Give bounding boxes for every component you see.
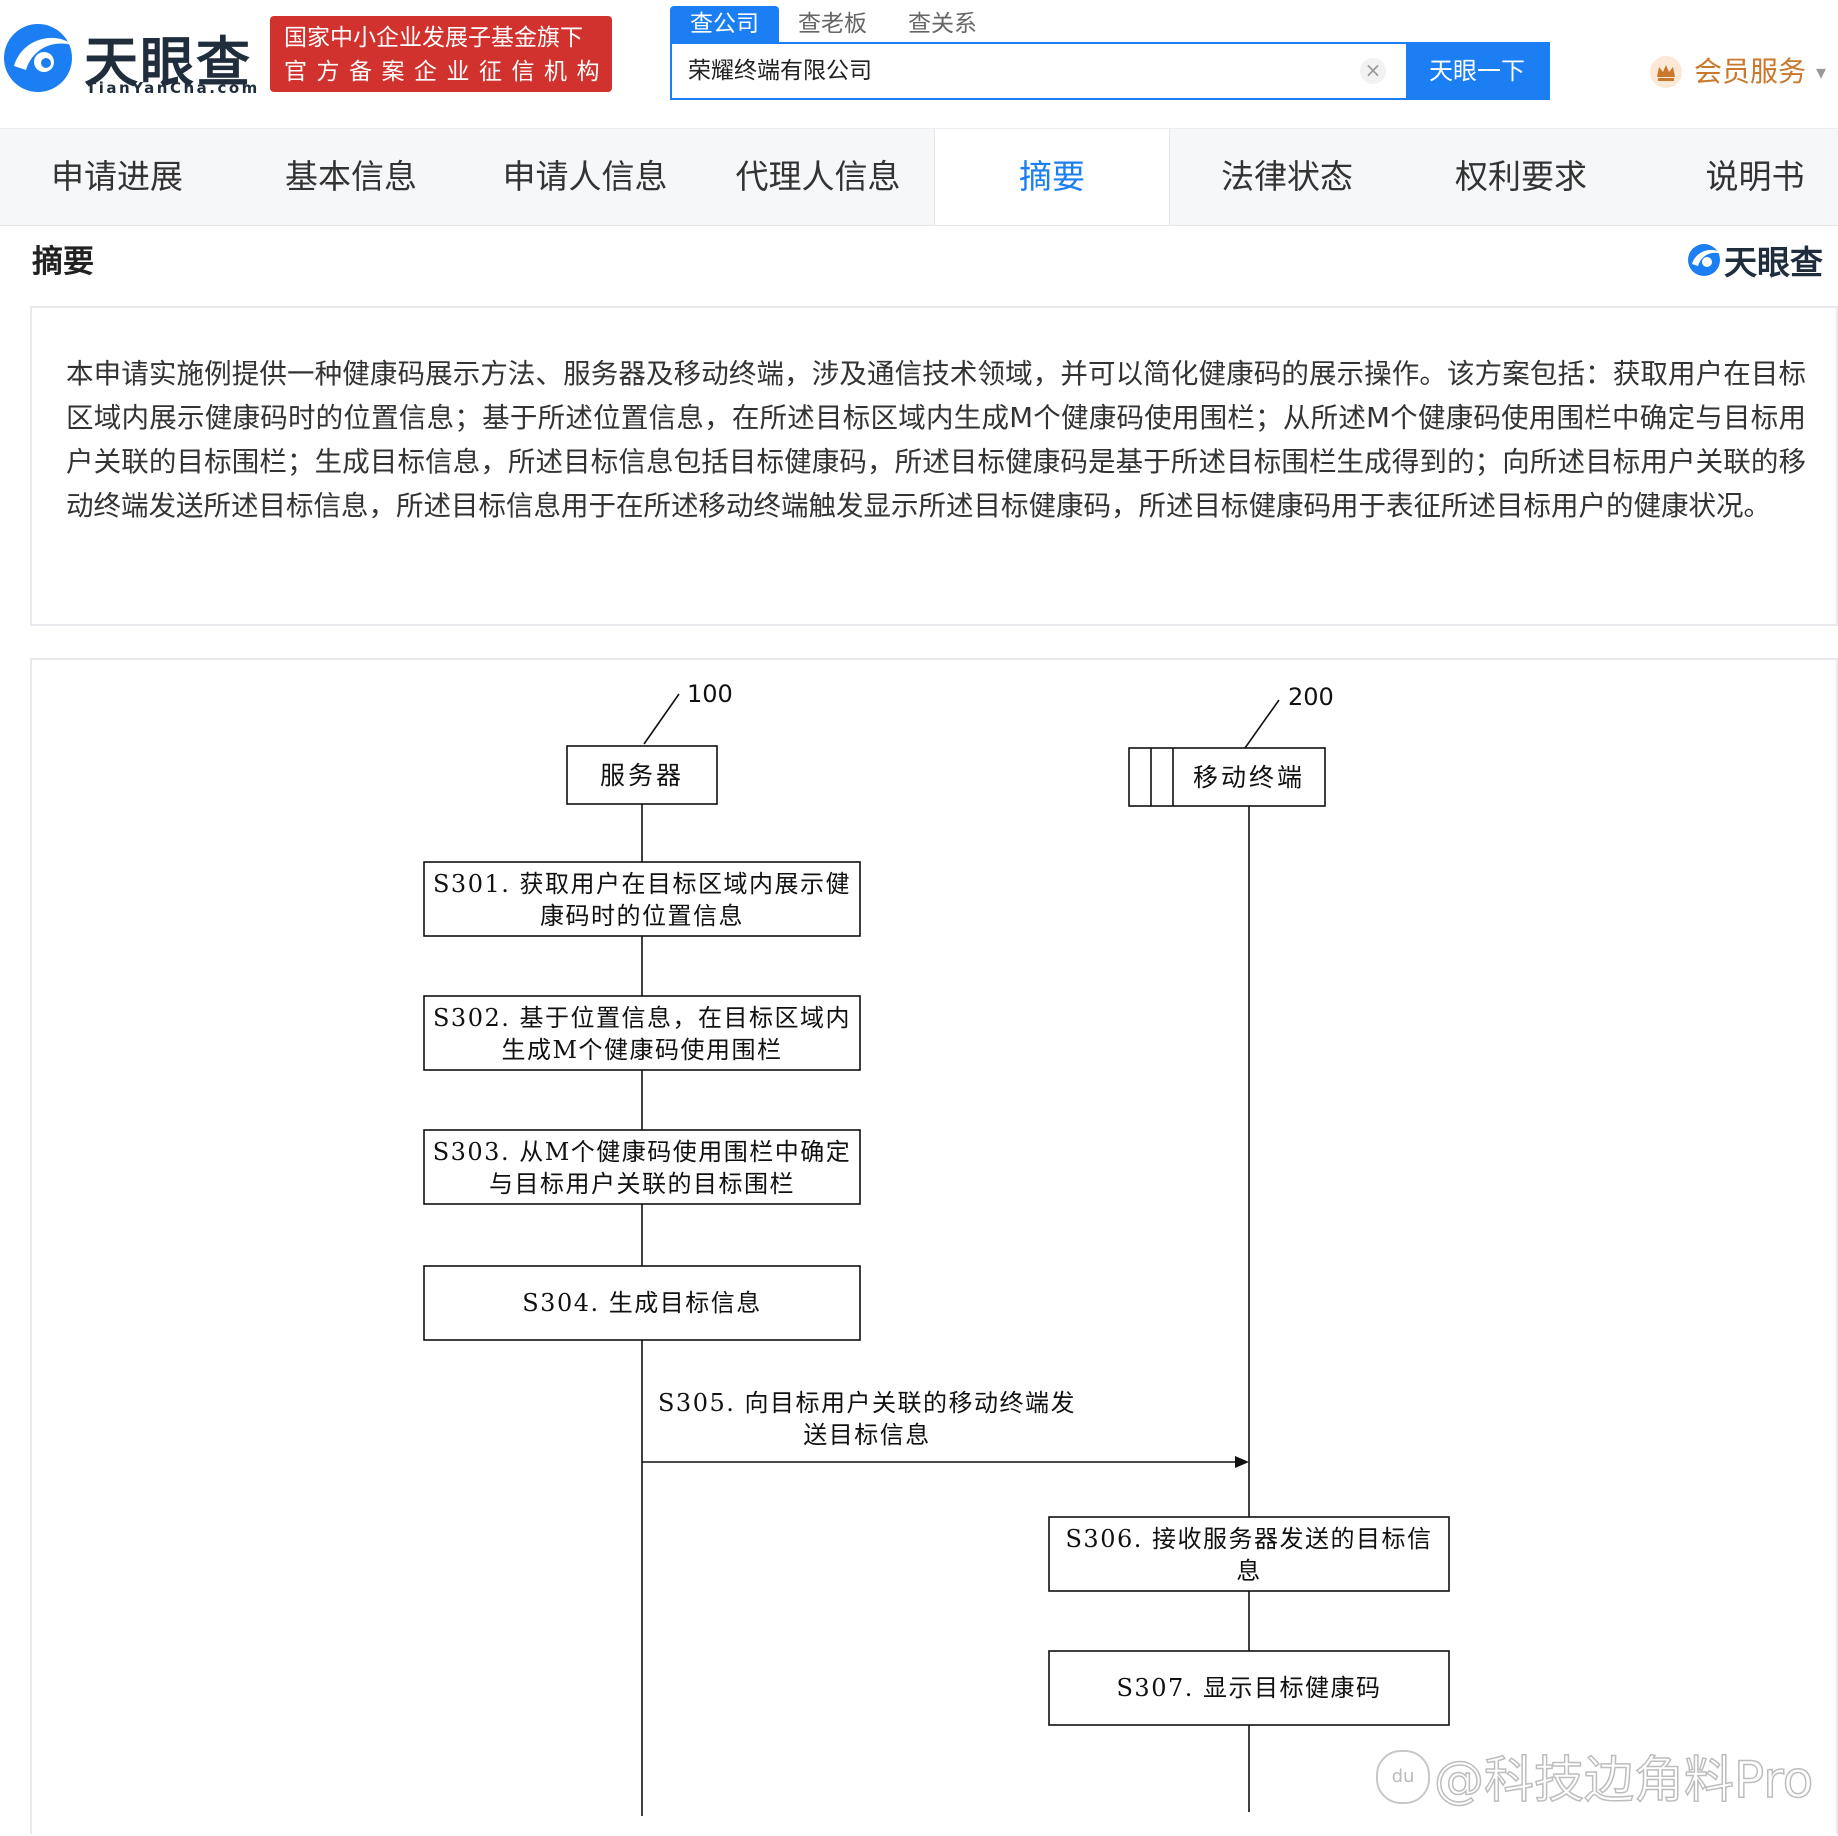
step-s301-line-1: S301. 获取用户在目标区域内展示健 bbox=[433, 870, 851, 898]
server-label: 服务器 bbox=[600, 761, 684, 790]
search-box: 荣耀终端有限公司 × 天眼一下 bbox=[670, 42, 1550, 100]
tab-applicant-info[interactable]: 申请人信息 bbox=[502, 157, 668, 196]
search-tab-boss[interactable]: 查老板 bbox=[798, 11, 867, 37]
crown-icon bbox=[1650, 56, 1682, 88]
tab-legal-status[interactable]: 法律状态 bbox=[1221, 157, 1353, 196]
step-s306-box bbox=[1048, 1516, 1450, 1592]
step-s305-line-2: 送目标信息 bbox=[803, 1421, 931, 1449]
badge-line-2: 官方备案企业征信机构 bbox=[284, 59, 609, 85]
step-s306-line-2: 息 bbox=[1236, 1557, 1262, 1585]
mini-logo-text: 天眼查 bbox=[1724, 243, 1823, 282]
step-s307-box bbox=[1048, 1650, 1450, 1726]
terminal-label: 移动终端 bbox=[1193, 763, 1305, 792]
tab-agent-info[interactable]: 代理人信息 bbox=[735, 157, 901, 196]
step-s305-line-1: S305. 向目标用户关联的移动终端发 bbox=[658, 1389, 1076, 1417]
step-s301-box bbox=[423, 861, 861, 937]
step-s302-line-1: S302. 基于位置信息，在目标区域内 bbox=[433, 1004, 851, 1032]
eye-logo-icon bbox=[4, 24, 74, 92]
terminal-box bbox=[1128, 747, 1326, 807]
badge-line-1: 国家中小企业发展子基金旗下 bbox=[284, 25, 583, 51]
search-tab-company[interactable]: 查公司 bbox=[670, 6, 779, 42]
clear-icon[interactable]: × bbox=[1360, 58, 1386, 84]
detail-nav-tabs: 申请进展 基本信息 申请人信息 代理人信息 摘要 法律状态 权利要求 说明书 bbox=[0, 128, 1838, 226]
terminal-ref-number: 200 bbox=[1288, 683, 1334, 711]
abstract-figure-panel: 100 200 服务器 移动终端 S301. 获取用户在目标区域内展示健 康码时… bbox=[30, 658, 1838, 1834]
eye-logo-small-icon bbox=[1688, 244, 1722, 276]
step-s303-line-2: 与目标用户关联的目标围栏 bbox=[489, 1170, 795, 1198]
abstract-text: 本申请实施例提供一种健康码展示方法、服务器及移动终端，涉及通信技术领域，并可以简… bbox=[66, 358, 1806, 522]
vip-service-label: 会员服务 bbox=[1694, 55, 1807, 88]
step-s302-line-2: 生成M个健康码使用围栏 bbox=[501, 1036, 782, 1064]
abstract-title: 摘要 bbox=[32, 244, 94, 280]
arrow-head-icon bbox=[1235, 1456, 1249, 1468]
search-tab-relation[interactable]: 查关系 bbox=[908, 11, 977, 37]
step-s304-box bbox=[423, 1265, 861, 1341]
chevron-down-icon: ▾ bbox=[1816, 60, 1827, 84]
step-s307-line-1: S307. 显示目标健康码 bbox=[1116, 1674, 1381, 1702]
search-input[interactable]: 荣耀终端有限公司 bbox=[688, 58, 872, 84]
tab-description[interactable]: 说明书 bbox=[1705, 157, 1805, 196]
tianyancha-logo[interactable]: 天眼查 TianYanCha.com bbox=[0, 12, 260, 102]
abstract-panel: 本申请实施例提供一种健康码展示方法、服务器及移动终端，涉及通信技术领域，并可以简… bbox=[30, 306, 1838, 626]
top-header: 天眼查 TianYanCha.com 国家中小企业发展子基金旗下 官方备案企业征… bbox=[0, 0, 1838, 128]
step-s306-line-1: S306. 接收服务器发送的目标信 bbox=[1065, 1525, 1432, 1553]
watermark-text: @科技边角料Pro bbox=[1433, 1750, 1814, 1810]
sequence-diagram: 100 200 服务器 移动终端 S301. 获取用户在目标区域内展示健 康码时… bbox=[423, 680, 1450, 1816]
step-s303-line-1: S303. 从M个健康码使用围栏中确定 bbox=[433, 1138, 852, 1166]
tab-claims[interactable]: 权利要求 bbox=[1455, 157, 1587, 196]
search-button[interactable]: 天眼一下 bbox=[1406, 44, 1548, 98]
step-s301-line-2: 康码时的位置信息 bbox=[540, 902, 744, 930]
logo-english-text: TianYanCha.com bbox=[86, 79, 260, 97]
step-s303-box bbox=[423, 1129, 861, 1205]
step-s304-line-1: S304. 生成目标信息 bbox=[522, 1289, 762, 1317]
step-s302-box bbox=[423, 995, 861, 1071]
tab-application-progress[interactable]: 申请进展 bbox=[51, 157, 183, 196]
tab-abstract[interactable]: 摘要 bbox=[934, 129, 1170, 225]
server-ref-number: 100 bbox=[687, 680, 733, 708]
server-ref-leader bbox=[643, 693, 680, 745]
terminal-ref-leader bbox=[1244, 699, 1280, 749]
paw-icon: du bbox=[1376, 1750, 1430, 1804]
tab-basic-info[interactable]: 基本信息 bbox=[285, 157, 417, 196]
official-badge: 国家中小企业发展子基金旗下 官方备案企业征信机构 bbox=[270, 16, 612, 92]
server-box bbox=[566, 745, 718, 805]
logo-chinese-text: 天眼查 bbox=[84, 31, 252, 94]
